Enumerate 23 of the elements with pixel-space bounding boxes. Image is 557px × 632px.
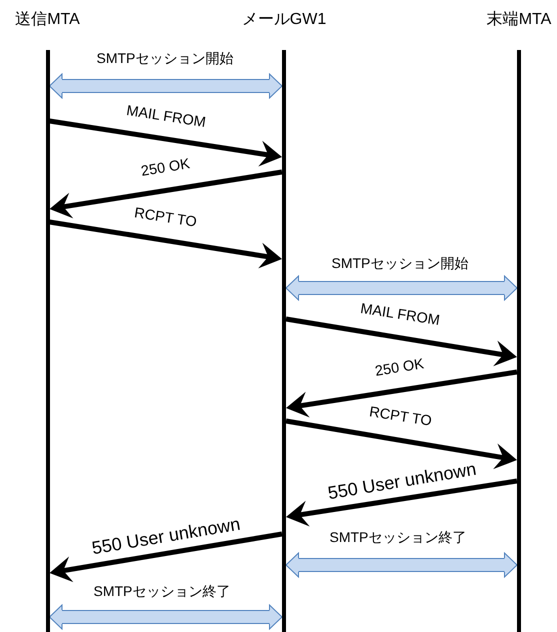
- edge-label: 250 OK: [139, 156, 191, 180]
- edge-label: SMTPセッション開始: [332, 255, 468, 272]
- arrow: [49, 220, 282, 268]
- lifeline-heading: メールGW1: [242, 10, 326, 30]
- arrow: [286, 316, 518, 366]
- edge-label: MAIL FROM: [125, 102, 207, 132]
- lifeline-heading: 送信MTA: [15, 10, 80, 30]
- edge-label: 550 User unknown: [326, 458, 478, 504]
- edge-label: 250 OK: [374, 356, 425, 380]
- arrow: [286, 370, 518, 418]
- edge-label: 550 User unknown: [90, 513, 242, 558]
- edge-label: SMTPセッション終了: [330, 529, 466, 546]
- arrow: [49, 532, 282, 582]
- edge-label: MAIL FROM: [359, 300, 441, 330]
- edge-label: SMTPセッション終了: [94, 583, 230, 600]
- edge-label: SMTPセッション開始: [96, 50, 234, 66]
- edge-label: RCPT TO: [368, 404, 432, 430]
- arrow: [49, 118, 282, 166]
- arrow: [49, 170, 282, 218]
- edge-label: RCPT TO: [132, 204, 198, 231]
- lifeline-heading: 末端MTA: [486, 10, 552, 30]
- arrow: [286, 478, 518, 526]
- arrow: [286, 418, 518, 470]
